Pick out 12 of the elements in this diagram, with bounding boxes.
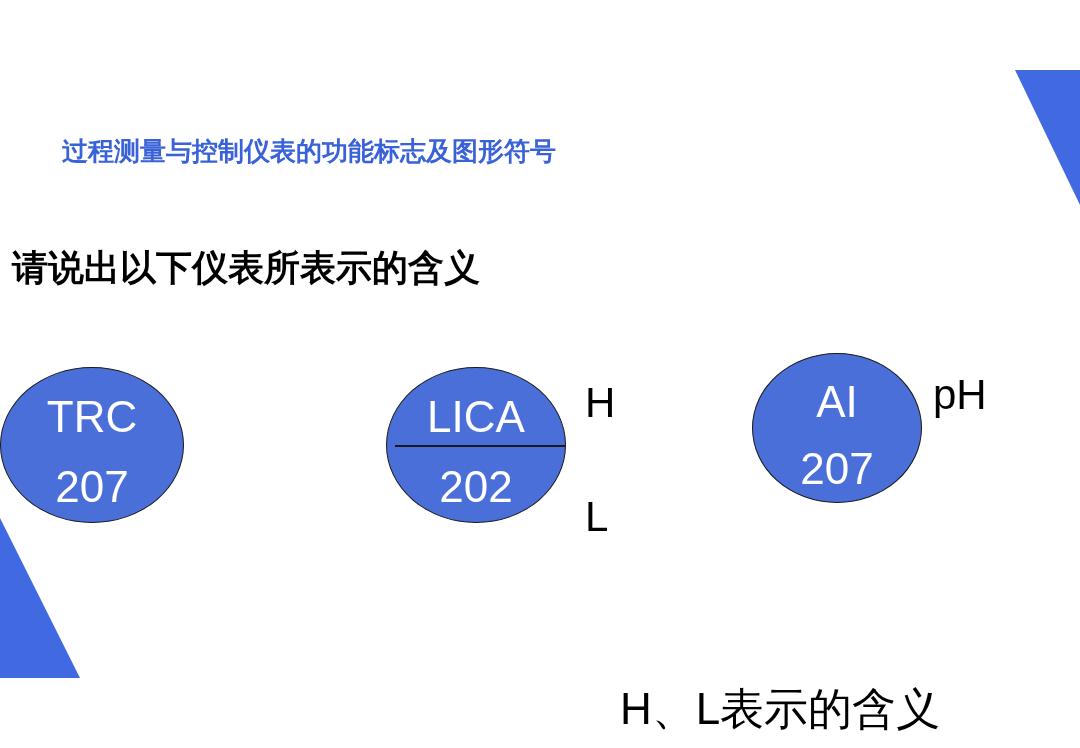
loop-number: 207 [54,464,130,509]
question-text: 请说出以下仪表所表示的含义 [12,246,480,290]
loop-number: 202 [438,464,514,509]
loop-number: 207 [799,447,875,491]
alarm-letter: H [585,380,616,427]
title: 过程测量与控制仪表的功能标志及图形符号 [62,135,556,168]
alarm-letter: L [585,494,609,541]
alarm-letter: pH [933,372,987,419]
instrument-code: TRC [45,394,139,439]
instrument-code: LICA [426,394,526,439]
instrument-code: AI [815,379,859,424]
note-text: H、L表示的含义 [620,683,941,735]
